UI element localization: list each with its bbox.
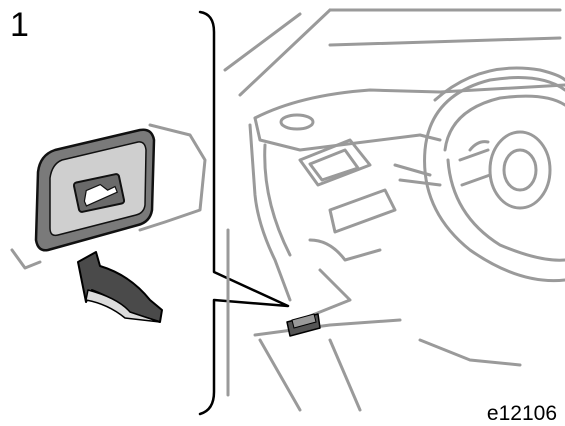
callout-bracket [198,10,290,416]
figure-code: e12106 [486,402,557,425]
hood-release-lever-icon [34,128,156,252]
pull-arrow-icon [77,251,163,323]
hood-release-detail [10,123,207,270]
hood-release-location-icon [286,313,321,337]
step-number: 1 [10,6,29,44]
dashboard-outline [223,8,565,412]
